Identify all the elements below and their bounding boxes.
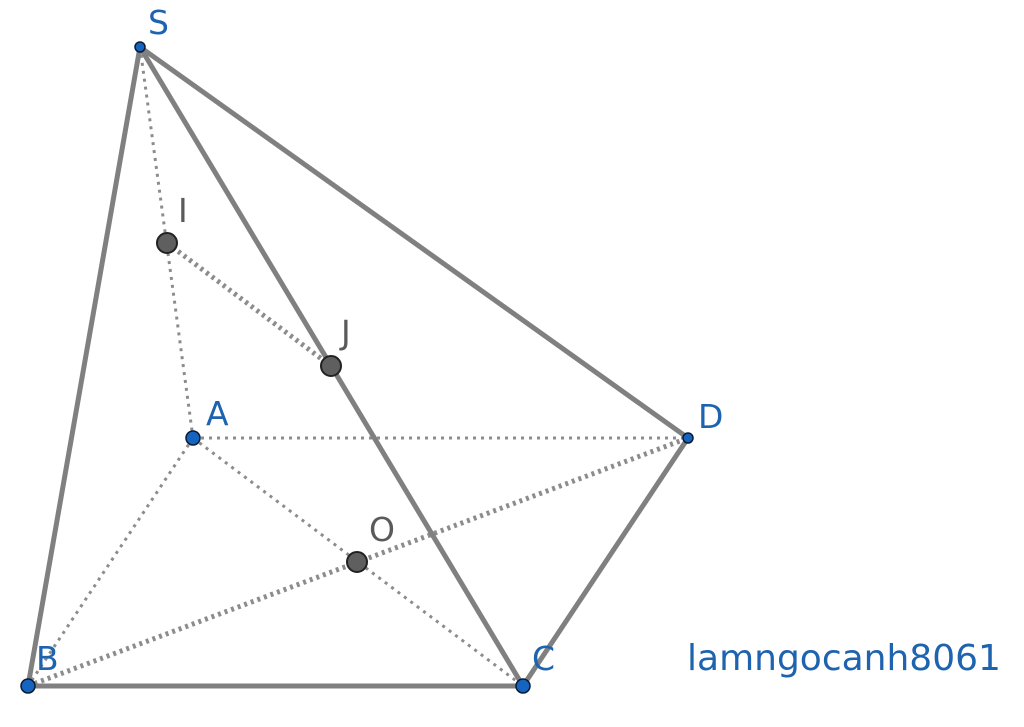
label-C: C [532,639,555,678]
edge-AC [192,436,524,688]
label-I: I [178,191,188,230]
edge-SA [138,46,195,439]
point-I [156,232,178,254]
point-D [682,432,694,444]
point-C [515,678,531,694]
label-A: A [206,394,229,433]
point-B [20,678,36,694]
edge-SD [137,44,691,441]
label-J: J [339,313,351,352]
edge-SB [25,44,143,689]
point-A [185,430,201,446]
segment-IJ [165,241,333,368]
watermark-text: lamngocanh8061 [687,638,1001,679]
label-O: O [369,510,395,549]
point-O [346,551,368,573]
edge-CD [520,435,691,689]
label-D: D [698,397,723,436]
label-S: S [148,3,169,42]
label-B: B [36,639,59,678]
point-S [134,41,146,53]
point-J [320,355,342,377]
edge-AB [26,437,195,687]
